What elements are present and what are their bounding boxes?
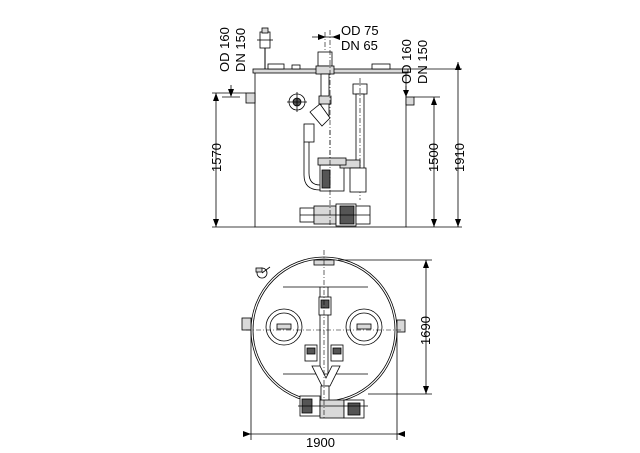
label-dim-1900: 1900 bbox=[306, 435, 335, 450]
plan-external-pump bbox=[298, 395, 368, 419]
plan-dimensions bbox=[243, 259, 432, 440]
plan-manhole-right bbox=[345, 308, 383, 346]
label-inlet-left-od: OD 160 bbox=[217, 27, 232, 72]
label-inlet-right-od: OD 160 bbox=[399, 39, 414, 84]
elevation-dimensions bbox=[212, 34, 462, 228]
cover-fitting-left bbox=[267, 63, 285, 70]
label-dim-1500: 1500 bbox=[426, 143, 441, 172]
plan-manhole-left bbox=[265, 308, 303, 346]
right-outlet-stub bbox=[405, 96, 415, 106]
plan-left-stub bbox=[241, 317, 252, 331]
tank-body bbox=[254, 71, 407, 228]
label-inlet-left-dn: DN 150 bbox=[233, 28, 248, 72]
label-dim-1910: 1910 bbox=[452, 143, 467, 172]
label-dim-1570: 1570 bbox=[209, 143, 224, 172]
vent-valve bbox=[257, 27, 273, 69]
external-pump bbox=[299, 203, 371, 227]
label-discharge-od: OD 75 bbox=[341, 23, 379, 38]
elevation-view bbox=[245, 27, 415, 228]
label-discharge-dn: DN 65 bbox=[341, 38, 378, 53]
plan-vent-valve bbox=[255, 266, 271, 279]
inlet-flange bbox=[287, 92, 307, 112]
left-inlet-stub bbox=[245, 92, 256, 104]
label-dim-1690: 1690 bbox=[418, 316, 433, 345]
label-inlet-right-dn: DN 150 bbox=[415, 40, 430, 84]
discharge-pipe bbox=[315, 32, 335, 117]
elbow-fitting bbox=[303, 103, 331, 143]
cover-bolt bbox=[291, 64, 301, 70]
plan-y-fitting bbox=[311, 365, 341, 387]
plan-right-stub bbox=[396, 319, 406, 333]
cover-fitting-right bbox=[371, 63, 391, 70]
plan-view bbox=[241, 250, 406, 420]
